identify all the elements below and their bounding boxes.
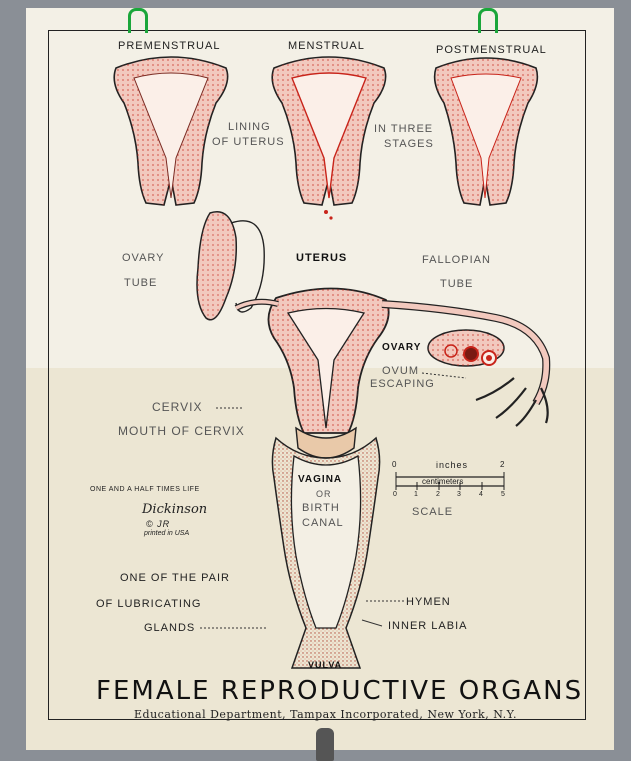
label-or: OR — [316, 489, 332, 499]
hanger-hook-left — [128, 8, 148, 33]
ovary-right — [428, 330, 504, 366]
label-tube-left: TUBE — [124, 277, 157, 289]
uterus-main — [268, 288, 388, 433]
label-hymen: HYMEN — [406, 596, 451, 608]
label-inner-labia: INNER LABIA — [388, 620, 467, 632]
size-note: ONE AND A HALF TIMES LIFE — [90, 486, 200, 493]
label-vulva: VULVA — [308, 660, 342, 670]
label-menstrual: MENSTRUAL — [288, 40, 365, 52]
label-glands: GLANDS — [144, 622, 195, 634]
uterus-stage-premenstrual — [114, 57, 227, 205]
caption-of-uterus: OF UTERUS — [212, 136, 285, 148]
uterus-stage-postmenstrual — [435, 58, 538, 205]
anatomy-illustration — [26, 8, 614, 750]
label-vagina: VAGINA — [298, 474, 342, 485]
scale-cm-tick-2: 2 — [436, 491, 441, 498]
poster-title: FEMALE REPRODUCTIVE ORGANS — [96, 676, 583, 706]
scale-cm-tick-4: 4 — [479, 491, 484, 498]
label-ovum: OVUM — [382, 365, 419, 377]
scale-caption: SCALE — [412, 506, 453, 518]
label-premenstrual: PREMENSTRUAL — [118, 40, 220, 52]
scale-cm-tick-1: 1 — [414, 491, 419, 498]
label-one-of-the-pair: ONE OF THE PAIR — [120, 572, 230, 584]
scale-inch-tick-0: 0 — [392, 460, 397, 469]
vagina-canal — [272, 438, 379, 668]
caption-in-three: IN THREE — [374, 123, 433, 135]
label-ovary-left: OVARY — [122, 252, 165, 264]
copyright-mark: © JR — [146, 519, 170, 529]
scale-cm-tick-5: 5 — [501, 491, 506, 498]
caption-lining: LINING — [228, 121, 271, 133]
scale-cm-label: centimeters — [422, 477, 463, 486]
label-fallopian: FALLOPIAN — [422, 254, 491, 266]
label-mouth-of-cervix: MOUTH OF CERVIX — [118, 424, 245, 438]
bottom-clip — [316, 728, 334, 761]
artist-signature: Dickinson — [142, 502, 207, 517]
label-ovary-right: OVARY — [382, 342, 421, 353]
label-fallopian-tube: TUBE — [440, 278, 473, 290]
printed-in-usa: printed in USA — [144, 530, 189, 537]
label-postmenstrual: POSTMENSTRUAL — [436, 44, 547, 56]
label-cervix: CERVIX — [152, 400, 202, 414]
scale-inch-tick-2: 2 — [500, 460, 505, 469]
scale-cm-tick-3: 3 — [457, 491, 462, 498]
label-uterus: UTERUS — [296, 252, 347, 264]
label-canal: CANAL — [302, 517, 344, 529]
scale-cm-tick-0: 0 — [393, 491, 398, 498]
caption-stages: STAGES — [384, 138, 434, 150]
uterus-stage-menstrual — [272, 57, 385, 220]
label-birth: BIRTH — [302, 502, 340, 514]
label-escaping: ESCAPING — [370, 378, 435, 390]
publisher-line: Educational Department, Tampax Incorpora… — [134, 708, 517, 721]
hanger-hook-right — [478, 8, 498, 33]
poster-sheet: PREMENSTRUAL MENSTRUAL POSTMENSTRUAL LIN… — [26, 8, 614, 750]
scale-inches-label: inches — [436, 460, 468, 470]
label-of-lubricating: OF LUBRICATING — [96, 598, 201, 610]
